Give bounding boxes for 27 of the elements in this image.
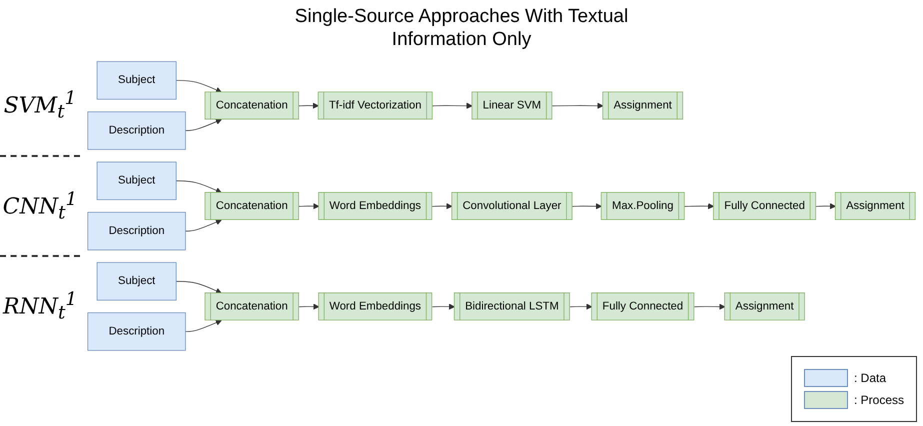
arrow <box>816 203 836 210</box>
node-box: Subject <box>96 61 177 100</box>
diagram-title: Single-Source Approaches With Textual Information Only <box>294 6 630 52</box>
legend-text: : Data <box>854 371 886 385</box>
arrow <box>176 80 222 93</box>
arrow <box>176 281 222 294</box>
legend-text: : Process <box>854 393 904 407</box>
arrow <box>432 102 473 109</box>
arrow <box>694 304 726 310</box>
arrow <box>185 320 222 332</box>
arrow <box>552 102 604 109</box>
arrow <box>570 304 592 310</box>
node-box: Subject <box>96 262 177 301</box>
arrow <box>185 219 222 232</box>
node-box: Description <box>87 312 186 351</box>
arrow <box>298 304 320 310</box>
node-box: Description <box>87 111 186 150</box>
arrow <box>185 118 222 131</box>
arrow <box>432 203 452 210</box>
arrow <box>298 203 320 210</box>
arrow <box>176 180 222 194</box>
arrow <box>432 304 455 310</box>
node-box: Description <box>87 212 186 250</box>
arrow <box>684 203 714 210</box>
arrow <box>572 203 602 210</box>
node-box: Subject <box>96 162 177 200</box>
arrow <box>298 102 319 109</box>
